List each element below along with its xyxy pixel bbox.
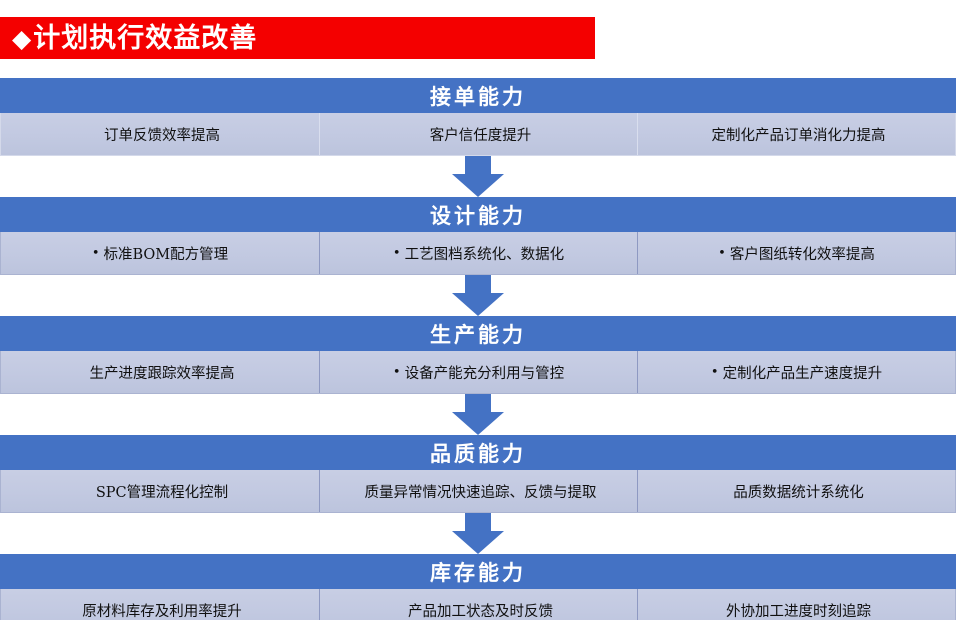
arrow-shaft [465,156,491,174]
flow-section-4: 品质能力 SPC管理流程化控制 质量异常情况快速追踪、反馈与提取 品质数据统计系… [0,435,956,513]
cell-label: 定制化产品订单消化力提高 [711,127,886,144]
arrow-head [452,531,504,554]
section-2-cell-3[interactable]: • 客户图纸转化效率提高 [637,232,955,274]
section-header-5: 库存能力 [0,554,956,589]
page-title: 计划执行效益改善 [33,22,258,54]
cell-label: 产品加工状态及时反馈 [408,603,553,620]
arrow-head [452,174,504,197]
section-row-1: 订单反馈效率提高 客户信任度提升 定制化产品订单消化力提高 [0,113,956,156]
arrow-shaft [465,513,491,531]
flow-connector-2 [0,275,956,316]
arrow-shaft [465,275,491,293]
section-5-cell-3[interactable]: 外协加工进度时刻追踪 [637,589,955,620]
cell-label: 客户信任度提升 [429,127,532,144]
cell-label: 定制化产品生产速度提升 [722,365,883,382]
cell-label: 订单反馈效率提高 [104,127,220,144]
section-row-4: SPC管理流程化控制 质量异常情况快速追踪、反馈与提取 品质数据统计系统化 [0,470,956,513]
cell-label: 标准BOM配方管理 [103,246,229,263]
flow-section-2: 设计能力 • 标准BOM配方管理 • 工艺图档系统化、数据化 • 客户图纸转化效… [0,197,956,275]
cell-label: 客户图纸转化效率提高 [729,246,875,263]
cell-bullet-icon: • [392,245,401,261]
section-row-3: 生产进度跟踪效率提高 • 设备产能充分利用与管控 • 定制化产品生产速度提升 [0,351,956,394]
cell-bullet-icon: • [91,245,100,261]
section-header-1: 接单能力 [0,78,956,113]
cell-bullet-icon: • [710,364,719,380]
cell-label: 质量异常情况快速追踪、反馈与提取 [364,484,597,501]
section-1-cell-3[interactable]: 定制化产品订单消化力提高 [637,113,955,155]
down-arrow-icon [452,275,504,316]
cell-label: 原材料库存及利用率提升 [82,603,242,620]
cell-bullet-icon: • [392,364,401,380]
arrow-head [452,412,504,435]
section-header-4: 品质能力 [0,435,956,470]
capability-flow: 接单能力 订单反馈效率提高 客户信任度提升 定制化产品订单消化力提高 [0,78,956,620]
section-4-cell-2[interactable]: 质量异常情况快速追踪、反馈与提取 [319,470,637,512]
flow-section-5: 库存能力 原材料库存及利用率提升 产品加工状态及时反馈 外协加工进度时刻追踪 [0,554,956,620]
cell-label: 生产进度跟踪效率提高 [89,365,235,382]
section-4-cell-1[interactable]: SPC管理流程化控制 [1,470,319,512]
section-5-cell-2[interactable]: 产品加工状态及时反馈 [319,589,637,620]
arrow-head [452,293,504,316]
section-2-cell-1[interactable]: • 标准BOM配方管理 [1,232,319,274]
flow-section-1: 接单能力 订单反馈效率提高 客户信任度提升 定制化产品订单消化力提高 [0,78,956,156]
down-arrow-icon [452,156,504,197]
cell-bullet-icon: • [718,245,726,261]
section-4-cell-3[interactable]: 品质数据统计系统化 [637,470,955,512]
cell-label: SPC管理流程化控制 [95,484,229,501]
cell-label: 外协加工进度时刻追踪 [726,603,871,620]
section-row-5: 原材料库存及利用率提升 产品加工状态及时反馈 外协加工进度时刻追踪 [0,589,956,620]
section-3-cell-2[interactable]: • 设备产能充分利用与管控 [319,351,637,393]
section-header-3: 生产能力 [0,316,956,351]
flow-connector-1 [0,156,956,197]
section-header-2: 设计能力 [0,197,956,232]
diamond-bullet-icon: ◆ [12,23,32,53]
slide-title-banner: ◆ 计划执行效益改善 [0,17,595,59]
section-3-cell-3[interactable]: • 定制化产品生产速度提升 [637,351,955,393]
cell-label: 工艺图档系统化、数据化 [404,246,565,263]
flow-connector-4 [0,513,956,554]
section-3-cell-1[interactable]: 生产进度跟踪效率提高 [1,351,319,393]
cell-label: 设备产能充分利用与管控 [404,365,565,382]
arrow-shaft [465,394,491,412]
section-1-cell-2[interactable]: 客户信任度提升 [319,113,637,155]
cell-label: 品质数据统计系统化 [733,484,864,501]
section-2-cell-2[interactable]: • 工艺图档系统化、数据化 [319,232,637,274]
flow-connector-3 [0,394,956,435]
section-row-2: • 标准BOM配方管理 • 工艺图档系统化、数据化 • 客户图纸转化效率提高 [0,232,956,275]
down-arrow-icon [452,394,504,435]
section-1-cell-1[interactable]: 订单反馈效率提高 [1,113,319,155]
section-5-cell-1[interactable]: 原材料库存及利用率提升 [1,589,319,620]
flow-section-3: 生产能力 生产进度跟踪效率提高 • 设备产能充分利用与管控 • 定制化产品生产速… [0,316,956,394]
down-arrow-icon [452,513,504,554]
